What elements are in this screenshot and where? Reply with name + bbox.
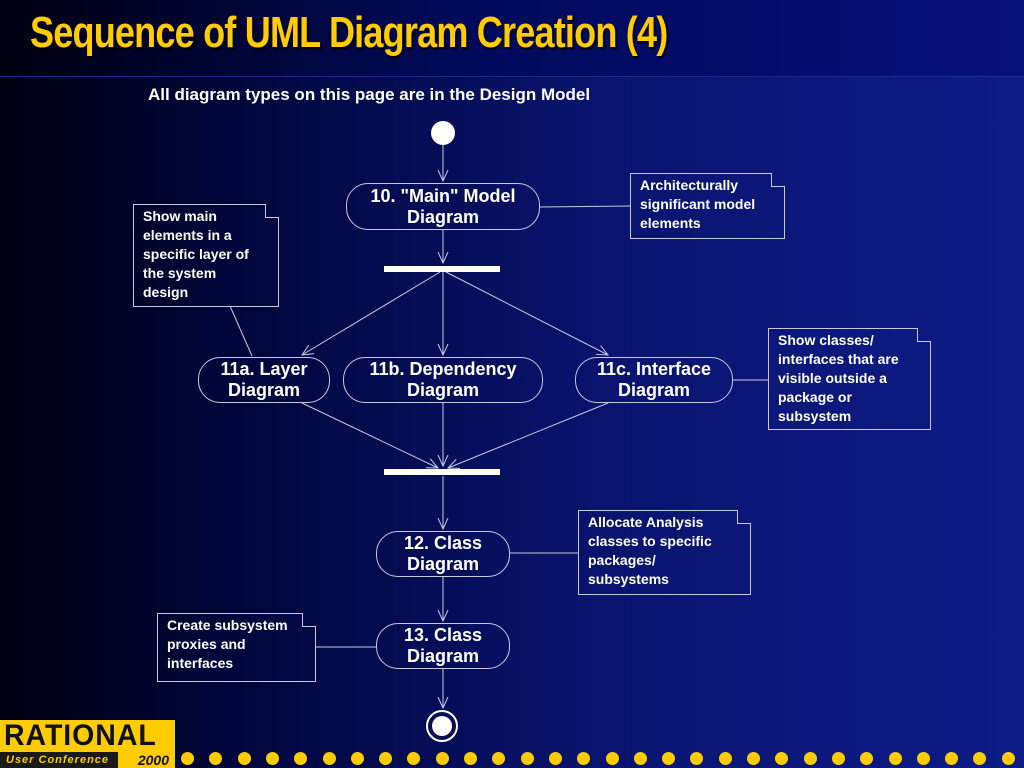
end-node [426, 710, 458, 742]
flow-fork-to-interface [445, 271, 608, 355]
footer-dot [804, 752, 817, 765]
note-link-architecturally [539, 205, 631, 208]
footer-dot [266, 752, 279, 765]
footer-dot [775, 752, 788, 765]
flow-interface-to-join [448, 402, 609, 468]
footer-dot [832, 752, 845, 765]
note-create-subsystem-proxies: Create subsystem proxies and interfaces [157, 613, 316, 682]
footer-dot [521, 752, 534, 765]
footer-dot [407, 752, 420, 765]
footer-dot [209, 752, 222, 765]
footer-dot [889, 752, 902, 765]
note-fold [737, 510, 751, 524]
node-main-model-diagram: 10. "Main" Model Diagram [346, 183, 540, 230]
footer-dot [238, 752, 251, 765]
rational-logo: RATIONAL User Conference 2000 [0, 720, 175, 768]
start-node [431, 121, 455, 145]
footer-dot [181, 752, 194, 765]
footer-dot [662, 752, 675, 765]
footer-dot-row [181, 752, 1024, 766]
footer-dot [634, 752, 647, 765]
footer-dot [294, 752, 307, 765]
node-class-diagram-13: 13. Class Diagram [376, 623, 510, 669]
footer-dot [464, 752, 477, 765]
node-interface-diagram: 11c. Interface Diagram [575, 357, 733, 403]
node-layer-diagram: 11a. Layer Diagram [198, 357, 330, 403]
note-fold [917, 328, 931, 342]
note-show-classes-interfaces: Show classes/ interfaces that are visibl… [768, 328, 931, 430]
logo-year: 2000 [118, 752, 175, 768]
logo-wordmark: RATIONAL [4, 719, 157, 752]
footer-dot [690, 752, 703, 765]
footer-dot [973, 752, 986, 765]
footer-dot [492, 752, 505, 765]
note-fold [265, 204, 279, 218]
node-class-diagram-12: 12. Class Diagram [376, 531, 510, 577]
footer-dot [1002, 752, 1015, 765]
footer-dot [379, 752, 392, 765]
footer-dot [549, 752, 562, 765]
footer-dot [323, 752, 336, 765]
footer-dot [606, 752, 619, 765]
flow-fork-to-layer [302, 271, 441, 355]
join-bar [384, 469, 500, 475]
note-architecturally-significant: Architecturally significant model elemen… [630, 173, 785, 239]
flow-layer-to-join [301, 402, 438, 468]
footer-dot [351, 752, 364, 765]
slide-title: Sequence of UML Diagram Creation (4) [30, 8, 668, 57]
footer-dot [436, 752, 449, 765]
note-fold [771, 173, 785, 187]
footer-dot [577, 752, 590, 765]
footer-dot [747, 752, 760, 765]
note-show-main-elements: Show main elements in a specific layer o… [133, 204, 279, 307]
end-node-core [432, 716, 452, 736]
footer-dot [945, 752, 958, 765]
note-link-show-main [229, 305, 253, 357]
title-bar: Sequence of UML Diagram Creation (4) [0, 0, 1024, 77]
slide-subtitle: All diagram types on this page are in th… [148, 85, 591, 104]
note-allocate-analysis-classes: Allocate Analysis classes to specific pa… [578, 510, 751, 595]
node-dependency-diagram: 11b. Dependency Diagram [343, 357, 543, 403]
logo-subtitle: User Conference [6, 754, 110, 766]
fork-bar [384, 266, 500, 272]
footer-dot [917, 752, 930, 765]
note-fold [302, 613, 316, 627]
footer-dot [719, 752, 732, 765]
footer-dot [860, 752, 873, 765]
